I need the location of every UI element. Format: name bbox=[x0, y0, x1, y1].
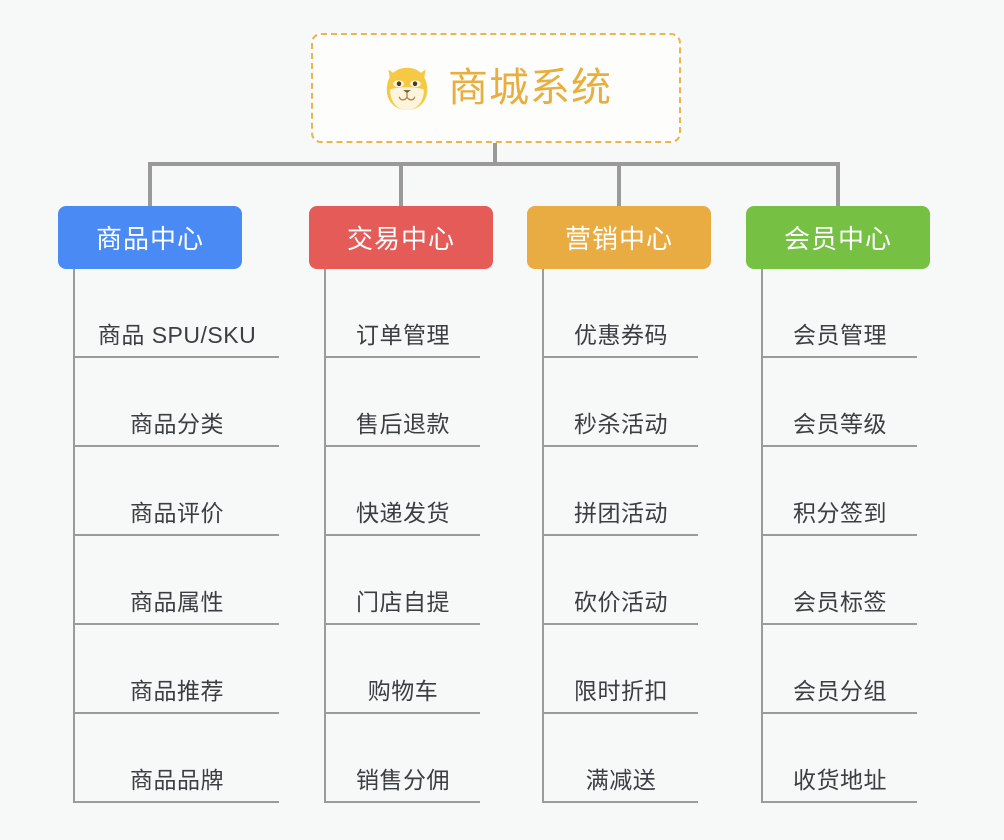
leaf-item-label: 商品推荐 bbox=[130, 678, 224, 704]
leaf-item[interactable]: 销售分佣 bbox=[326, 714, 480, 803]
branch-column-product-center: 商品中心 bbox=[58, 206, 242, 269]
leaf-item[interactable]: 砍价活动 bbox=[544, 536, 698, 625]
branch-drop-connector-member-center bbox=[836, 162, 840, 206]
leaf-item[interactable]: 秒杀活动 bbox=[544, 358, 698, 447]
leaf-list-member-center: 会员管理会员等级积分签到会员标签会员分组收货地址 bbox=[761, 269, 917, 803]
leaf-item-label: 商品 SPU/SKU bbox=[97, 322, 257, 348]
branch-label: 营销中心 bbox=[564, 224, 673, 254]
branch-label: 交易中心 bbox=[346, 224, 455, 254]
branch-node-product-center[interactable]: 商品中心 bbox=[58, 206, 242, 269]
leaf-item-label: 订单管理 bbox=[356, 322, 450, 348]
leaf-item[interactable]: 会员管理 bbox=[763, 269, 917, 358]
leaf-item[interactable]: 商品品牌 bbox=[75, 714, 279, 803]
leaf-item-label: 砍价活动 bbox=[574, 589, 668, 615]
branch-drop-connector-trade-center bbox=[399, 162, 403, 206]
branch-drop-connector-product-center bbox=[148, 162, 152, 206]
root-title: 商城系统 bbox=[448, 66, 612, 110]
leaf-item-label: 快递发货 bbox=[356, 500, 450, 526]
branch-label: 会员中心 bbox=[783, 224, 892, 254]
leaf-item-label: 秒杀活动 bbox=[574, 411, 668, 437]
branch-column-marketing-center: 营销中心 bbox=[527, 206, 711, 269]
leaf-item[interactable]: 会员分组 bbox=[763, 625, 917, 714]
branch-column-trade-center: 交易中心 bbox=[309, 206, 493, 269]
leaf-item[interactable]: 商品 SPU/SKU bbox=[75, 269, 279, 358]
leaf-item-label: 会员管理 bbox=[793, 322, 887, 348]
leaf-item[interactable]: 购物车 bbox=[326, 625, 480, 714]
leaf-item[interactable]: 快递发货 bbox=[326, 447, 480, 536]
leaf-item-label: 会员标签 bbox=[793, 589, 887, 615]
leaf-item-label: 会员分组 bbox=[793, 678, 887, 704]
leaf-item[interactable]: 商品推荐 bbox=[75, 625, 279, 714]
leaf-item[interactable]: 满减送 bbox=[544, 714, 698, 803]
branch-node-marketing-center[interactable]: 营销中心 bbox=[527, 206, 711, 269]
branch-column-member-center: 会员中心 bbox=[746, 206, 930, 269]
leaf-item-label: 收货地址 bbox=[793, 767, 887, 793]
leaf-item[interactable]: 售后退款 bbox=[326, 358, 480, 447]
leaf-item-label: 商品属性 bbox=[130, 589, 224, 615]
branch-drop-connector-marketing-center bbox=[617, 162, 621, 206]
leaf-item[interactable]: 会员标签 bbox=[763, 536, 917, 625]
leaf-item[interactable]: 门店自提 bbox=[326, 536, 480, 625]
leaf-list-product-center: 商品 SPU/SKU 商品分类商品评价商品属性商品推荐商品品牌 bbox=[73, 269, 279, 803]
leaf-item[interactable]: 会员等级 bbox=[763, 358, 917, 447]
shiba-dog-icon bbox=[380, 61, 434, 115]
leaf-item-label: 会员等级 bbox=[793, 411, 887, 437]
leaf-item[interactable]: 商品分类 bbox=[75, 358, 279, 447]
leaf-item-label: 优惠券码 bbox=[574, 322, 668, 348]
branch-node-trade-center[interactable]: 交易中心 bbox=[309, 206, 493, 269]
leaf-item[interactable]: 积分签到 bbox=[763, 447, 917, 536]
leaf-item[interactable]: 限时折扣 bbox=[544, 625, 698, 714]
leaf-item-label: 售后退款 bbox=[356, 411, 450, 437]
branch-label: 商品中心 bbox=[95, 224, 204, 254]
leaf-item-label: 门店自提 bbox=[356, 589, 450, 615]
leaf-list-trade-center: 订单管理售后退款快递发货门店自提购物车销售分佣 bbox=[324, 269, 480, 803]
leaf-item-label: 积分签到 bbox=[793, 500, 887, 526]
leaf-list-marketing-center: 优惠券码秒杀活动拼团活动砍价活动限时折扣满减送 bbox=[542, 269, 698, 803]
leaf-item-label: 拼团活动 bbox=[574, 500, 668, 526]
branch-node-member-center[interactable]: 会员中心 bbox=[746, 206, 930, 269]
root-stem-connector bbox=[493, 143, 497, 164]
leaf-item-label: 商品分类 bbox=[130, 411, 224, 437]
leaf-item[interactable]: 商品属性 bbox=[75, 536, 279, 625]
branch-bus-connector bbox=[150, 162, 839, 166]
leaf-item[interactable]: 拼团活动 bbox=[544, 447, 698, 536]
leaf-item[interactable]: 订单管理 bbox=[326, 269, 480, 358]
leaf-item[interactable]: 商品评价 bbox=[75, 447, 279, 536]
root-node[interactable]: 商城系统 bbox=[311, 33, 681, 143]
leaf-item-label: 商品品牌 bbox=[130, 767, 224, 793]
leaf-item-label: 购物车 bbox=[367, 678, 439, 704]
leaf-item-label: 销售分佣 bbox=[356, 767, 450, 793]
leaf-item-label: 限时折扣 bbox=[574, 678, 668, 704]
leaf-item[interactable]: 优惠券码 bbox=[544, 269, 698, 358]
leaf-item-label: 商品评价 bbox=[130, 500, 224, 526]
leaf-item-label: 满减送 bbox=[585, 767, 657, 793]
leaf-item[interactable]: 收货地址 bbox=[763, 714, 917, 803]
